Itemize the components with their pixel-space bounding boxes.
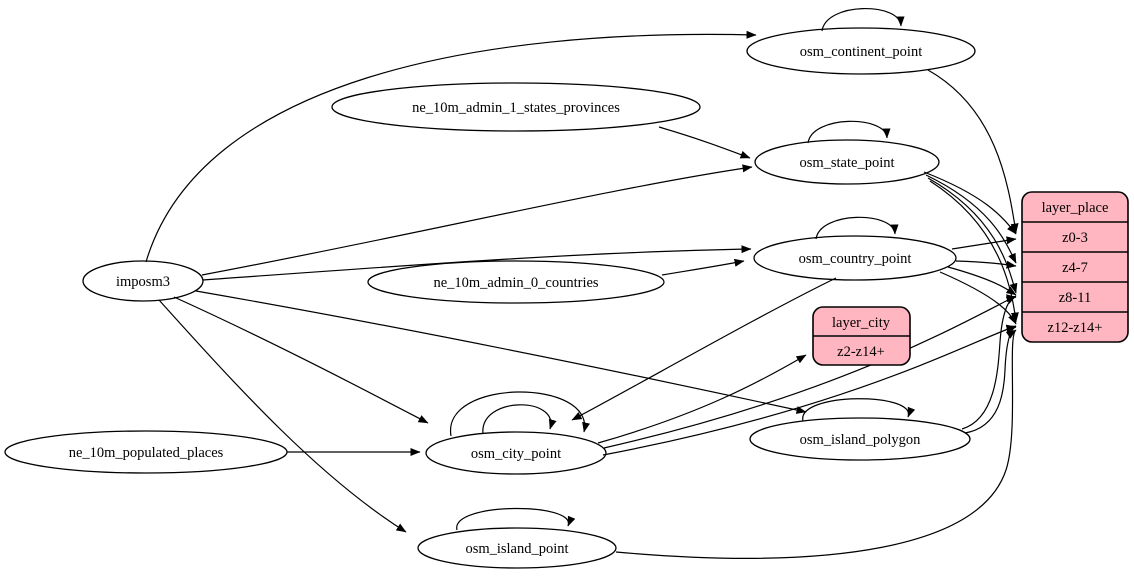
edge-osm_country_point-layer_place-z0-3	[951, 236, 1017, 250]
node-osm-continent-point: osm_continent_point	[746, 27, 976, 75]
node-layer-place-port-z8-11: z8-11	[1059, 290, 1091, 306]
node-osm-country-point-label: osm_country_point	[799, 251, 912, 267]
edge-osm_city_point-layer_place-z12-z14	[602, 325, 1017, 456]
node-osm-city-point: osm_city_point	[425, 431, 607, 475]
node-layer-city-port-z2-z14: z2-z14+	[837, 344, 885, 360]
node-osm-state-point-shape	[754, 139, 940, 185]
node-ne-10m-admin-1-states-provinces-label: ne_10m_admin_1_states_provinces	[412, 100, 620, 116]
selfloop-osm_island_polygon	[802, 398, 916, 422]
edge-osm_state_point-layer_place-z8-11	[927, 177, 1018, 294]
node-osm-island-polygon-shape	[749, 417, 971, 461]
node-osm-island-polygon-label: osm_island_polygon	[800, 432, 922, 448]
node-ne-10m-admin-0-countries: ne_10m_admin_0_countries	[367, 260, 665, 304]
node-layer-place: layer_place z0-3 z4-7 z8-11 z12-z14+	[1021, 191, 1129, 343]
node-osm-city-point-shape	[425, 431, 607, 475]
edge-imposm3-osm_island_point	[158, 299, 407, 533]
node-osm-country-point-shape	[753, 235, 957, 281]
edge-osm_state_point-layer_place-z0-3	[923, 171, 1017, 235]
node-osm-country-point: osm_country_point	[753, 235, 957, 281]
selfloop-osm_city_point-inner	[482, 404, 557, 435]
edge-osm_country_point-layer_place-z8-11	[947, 266, 1017, 296]
edge-osm_state_point-layer_place-z4-7	[925, 174, 1017, 264]
node-osm-island-point: osm_island_point	[417, 527, 617, 569]
edge-ne_10m_admin_1_states_provinces-osm_state_point	[658, 126, 751, 159]
node-ne-10m-populated-places: ne_10m_populated_places	[4, 430, 288, 474]
edge-imposm3-osm_city_point	[173, 296, 429, 424]
selfloop-osm_continent_point	[821, 8, 905, 32]
edge-osm_island_polygon-layer_place-z8-11	[961, 294, 1017, 430]
node-osm-island-point-label: osm_island_point	[465, 541, 568, 557]
node-imposm3: imposm3	[82, 260, 204, 302]
edge-osm_island_point-layer_place-z12-z14	[615, 329, 1017, 559]
edge-osm_country_point-layer_place-z4-7	[955, 260, 1017, 269]
edge-osm_country_point-osm_city_point	[571, 277, 837, 421]
node-osm-island-polygon: osm_island_polygon	[749, 417, 971, 461]
edge-imposm3-osm_continent_point	[145, 30, 757, 263]
edge-imposm3-osm_country_point	[202, 245, 752, 281]
node-imposm3-shape	[82, 260, 204, 302]
node-ne-10m-admin-0-countries-shape	[367, 260, 665, 304]
edge-osm_continent_point-layer_place-z0-3	[927, 69, 1019, 234]
selfloop-osm_state_point	[807, 120, 891, 144]
node-layer-place-port-z4-7: z4-7	[1062, 260, 1088, 276]
node-layer-place-port-z0-3: z0-3	[1062, 230, 1088, 246]
node-ne-10m-populated-places-label: ne_10m_populated_places	[69, 445, 224, 461]
edge-ne_10m_admin_0_countries-osm_country_point	[661, 258, 745, 276]
edge-osm_state_point-layer_place-z12-z14	[929, 180, 1019, 323]
edge-osm_city_point-layer_city-z2-z14	[597, 354, 807, 444]
selfloop-osm_city_point-outer	[450, 391, 590, 437]
selfloop-osm_island_point	[456, 507, 576, 531]
node-osm-island-point-shape	[417, 527, 617, 569]
node-osm-state-point-label: osm_state_point	[799, 155, 894, 171]
node-osm-city-point-label: osm_city_point	[471, 446, 561, 462]
node-layer-place-port-z12-z14: z12-z14+	[1048, 320, 1103, 336]
edge-imposm3-osm_island_polygon	[195, 290, 807, 414]
node-layer-city-title: layer_city	[832, 315, 891, 331]
selfloop-osm_country_point	[815, 216, 899, 240]
node-osm-continent-point-shape	[746, 27, 976, 75]
edge-osm_island_polygon-layer_place-z12-z14	[964, 324, 1017, 434]
node-ne-10m-admin-1-states-provinces-shape	[331, 82, 701, 132]
node-layer-city: layer_city z2-z14+	[812, 306, 911, 366]
node-ne-10m-admin-1-states-provinces: ne_10m_admin_1_states_provinces	[331, 82, 701, 132]
node-imposm3-label: imposm3	[116, 274, 170, 290]
node-ne-10m-admin-0-countries-label: ne_10m_admin_0_countries	[433, 275, 598, 291]
node-layer-place-title: layer_place	[1042, 200, 1109, 216]
node-osm-continent-point-label: osm_continent_point	[800, 44, 922, 60]
node-layer-place-shape	[1021, 191, 1129, 343]
edge-osm_country_point-layer_place-z12-z14	[939, 271, 1017, 325]
node-osm-state-point: osm_state_point	[754, 139, 940, 185]
edge-imposm3-osm_state_point	[201, 164, 753, 276]
